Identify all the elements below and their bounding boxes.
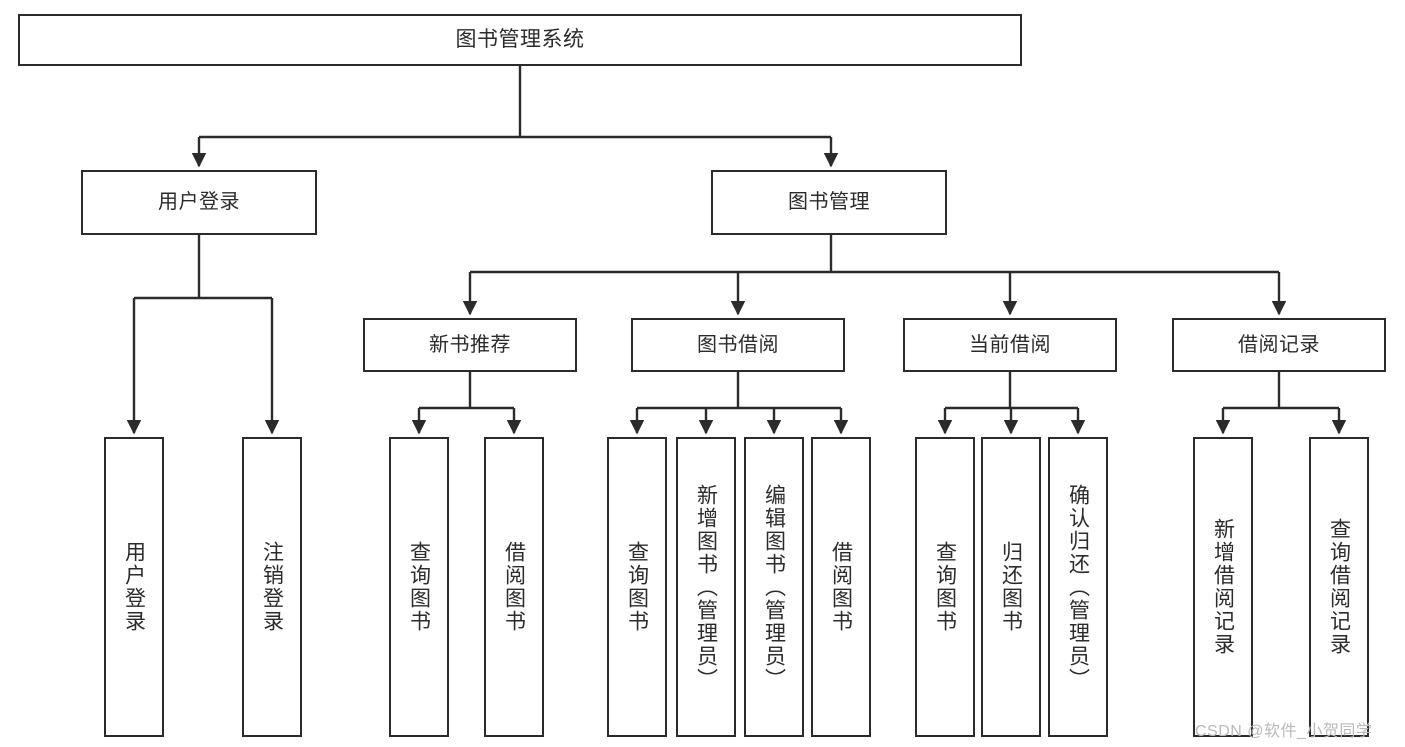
node-root[interactable]: 图书管理系统 <box>18 14 1022 66</box>
leaf-add-book-admin[interactable]: 新增图书（管理员） <box>676 437 736 737</box>
node-borrow-record-label: 借阅记录 <box>1238 333 1320 356</box>
leaf-query-book-current[interactable]: 查询图书 <box>915 437 975 737</box>
leaf-query-book-current-label: 查询图书 <box>933 541 957 633</box>
leaf-borrow-book-label: 借阅图书 <box>829 541 853 633</box>
node-book-borrow[interactable]: 图书借阅 <box>631 318 845 372</box>
leaf-query-book-borrow-label: 查询图书 <box>625 541 649 633</box>
node-new-book-recommend[interactable]: 新书推荐 <box>363 318 577 372</box>
leaf-user-login-label: 用户登录 <box>122 541 146 633</box>
leaf-query-borrow-record[interactable]: 查询借阅记录 <box>1309 437 1369 737</box>
leaf-logout-label: 注销登录 <box>260 541 284 633</box>
leaf-borrow-book[interactable]: 借阅图书 <box>811 437 871 737</box>
leaf-confirm-return-admin[interactable]: 确认归还（管理员） <box>1048 437 1108 737</box>
leaf-return-book[interactable]: 归还图书 <box>981 437 1041 737</box>
leaf-logout[interactable]: 注销登录 <box>242 437 302 737</box>
leaf-edit-book-admin[interactable]: 编辑图书（管理员） <box>744 437 804 737</box>
leaf-borrow-book-newbook-label: 借阅图书 <box>502 541 526 633</box>
leaf-query-borrow-record-label: 查询借阅记录 <box>1327 518 1351 656</box>
node-current-borrow-label: 当前借阅 <box>969 333 1051 356</box>
node-borrow-record[interactable]: 借阅记录 <box>1172 318 1386 372</box>
leaf-query-book-borrow[interactable]: 查询图书 <box>607 437 667 737</box>
csdn-watermark: CSDN @软件_小贺同学 <box>1195 723 1373 740</box>
node-new-book-recommend-label: 新书推荐 <box>429 333 511 356</box>
node-user-login[interactable]: 用户登录 <box>81 170 317 235</box>
node-book-management[interactable]: 图书管理 <box>711 170 947 235</box>
leaf-query-book-newbook[interactable]: 查询图书 <box>389 437 449 737</box>
leaf-add-borrow-record-label: 新增借阅记录 <box>1211 518 1235 656</box>
leaf-borrow-book-newbook[interactable]: 借阅图书 <box>484 437 544 737</box>
leaf-add-book-admin-label: 新增图书（管理员） <box>694 483 718 691</box>
leaf-query-book-newbook-label: 查询图书 <box>407 541 431 633</box>
node-book-borrow-label: 图书借阅 <box>697 333 779 356</box>
leaf-add-borrow-record[interactable]: 新增借阅记录 <box>1193 437 1253 737</box>
leaf-edit-book-admin-label: 编辑图书（管理员） <box>762 483 786 691</box>
node-user-login-label: 用户登录 <box>158 191 240 214</box>
node-root-label: 图书管理系统 <box>455 28 585 52</box>
leaf-user-login[interactable]: 用户登录 <box>104 437 164 737</box>
node-book-management-label: 图书管理 <box>788 191 870 214</box>
leaf-confirm-return-admin-label: 确认归还（管理员） <box>1066 483 1090 691</box>
node-current-borrow[interactable]: 当前借阅 <box>903 318 1117 372</box>
leaf-return-book-label: 归还图书 <box>999 541 1023 633</box>
